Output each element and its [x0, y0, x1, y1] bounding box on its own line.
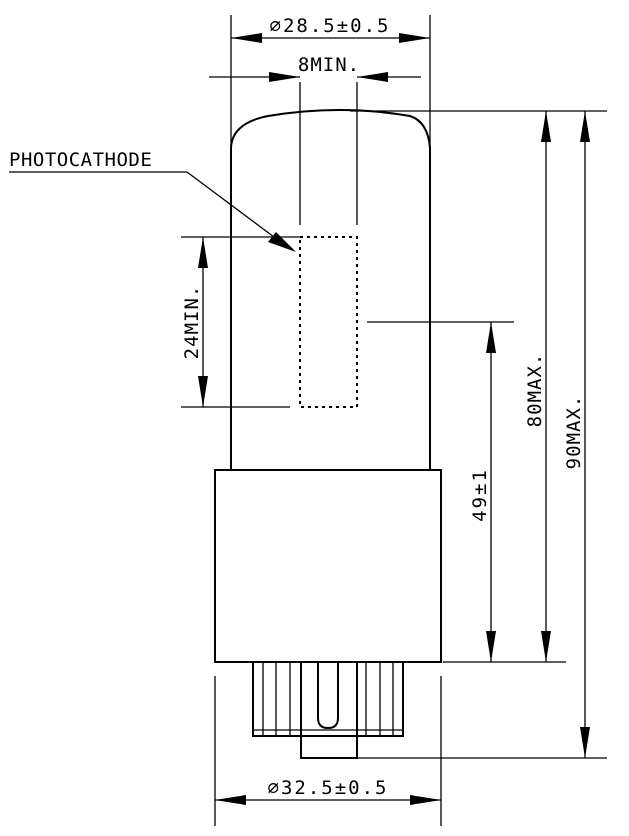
bottom-diameter-dimension [214, 676, 442, 826]
photocathode-leader [9, 171, 296, 252]
height-90-label: 90MAX. [563, 395, 585, 470]
cathode-height-label: 24MIN. [181, 285, 203, 360]
height-49-dimension [367, 321, 566, 663]
window-width-dimension [209, 72, 421, 225]
height-80-label: 80MAX. [524, 353, 546, 428]
base-housing [214, 469, 442, 663]
top-diameter-dimension [230, 15, 431, 148]
glass-envelope [230, 109, 431, 470]
height-90-dimension [357, 111, 607, 759]
pin-base [252, 661, 404, 737]
photocathode-label: PHOTOCATHODE [9, 149, 152, 171]
cathode-height-dimension [181, 236, 300, 408]
photocathode-window [299, 236, 358, 408]
top-diameter-label: ∅28.5±0.5 [270, 15, 391, 37]
height-80-dimension [350, 110, 607, 662]
window-width-label: 8MIN. [298, 54, 360, 76]
height-49-label: 49±1 [469, 468, 491, 522]
bottom-diameter-label: ∅32.5±0.5 [268, 777, 389, 799]
center-key [300, 661, 358, 759]
